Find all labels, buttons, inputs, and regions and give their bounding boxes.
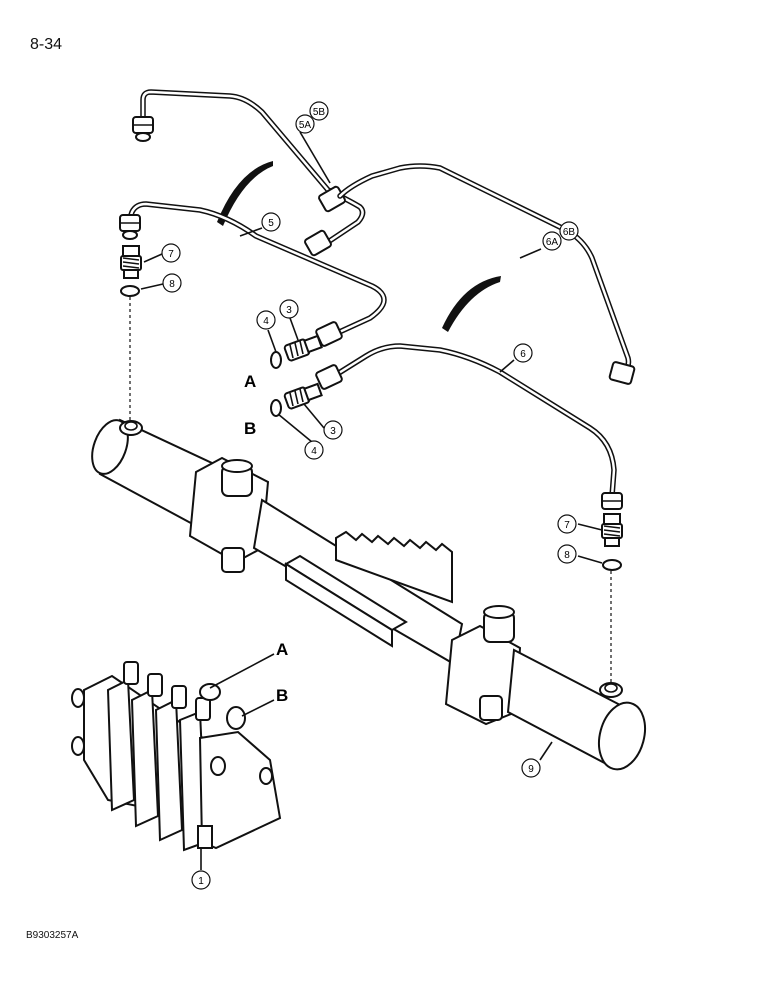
o-ring xyxy=(120,285,140,297)
callout-3-bottom: 3 xyxy=(323,420,343,440)
tube-nut xyxy=(318,185,346,213)
callout-3-top: 3 xyxy=(279,299,299,319)
tube-nut xyxy=(304,229,332,257)
callout-5b: 5B xyxy=(309,101,329,121)
adapter-fitting-right xyxy=(601,513,623,571)
port-label-a-fitting: A xyxy=(244,372,256,391)
callout-6-label: 6 xyxy=(520,349,526,360)
tube-nut xyxy=(132,116,154,142)
callout-5b-label: 5B xyxy=(313,107,326,118)
callout-6a: 6A xyxy=(542,231,562,251)
port-label-a-valve: A xyxy=(276,640,288,659)
o-ring xyxy=(602,559,622,571)
callout-3-top-label: 3 xyxy=(286,305,292,316)
callout-6a-label: 6A xyxy=(546,237,559,248)
callout-8-left-label: 8 xyxy=(169,279,175,290)
tube-5 xyxy=(119,201,387,347)
leader-lines xyxy=(140,131,603,870)
callout-8-right: 8 xyxy=(557,544,577,564)
callout-7-right: 7 xyxy=(557,514,577,534)
callout-5-label: 5 xyxy=(268,218,274,229)
tube-6 xyxy=(315,343,623,510)
tube-nut xyxy=(608,361,636,385)
callout-4-top: 4 xyxy=(256,310,276,330)
control-valve xyxy=(71,661,282,852)
steering-cylinder xyxy=(91,418,647,771)
tube-nut xyxy=(601,492,623,510)
callout-1-label: 1 xyxy=(198,876,204,887)
callout-6b-label: 6B xyxy=(563,227,576,238)
callout-7-right-label: 7 xyxy=(564,520,570,531)
page-number: 8-34 xyxy=(30,36,63,53)
callout-8-left: 8 xyxy=(162,273,182,293)
callout-4-bottom: 4 xyxy=(304,440,324,460)
callout-1: 1 xyxy=(191,870,211,890)
callout-5a: 5A xyxy=(295,114,315,134)
callout-7-left: 7 xyxy=(161,243,181,263)
o-ring xyxy=(270,351,282,369)
callout-3-bottom-label: 3 xyxy=(330,426,336,437)
tube-nut xyxy=(119,214,141,240)
o-ring xyxy=(270,399,282,417)
tube-6a-6b xyxy=(337,163,636,385)
callout-4-bottom-label: 4 xyxy=(311,446,317,457)
port-label-b-fitting: B xyxy=(244,419,256,438)
callout-7-left-label: 7 xyxy=(168,249,174,260)
adapter-fitting-left xyxy=(120,245,142,297)
arc-mark-lower xyxy=(442,276,501,332)
fitting-b xyxy=(270,382,323,417)
fitting-a xyxy=(270,334,323,369)
callout-5: 5 xyxy=(261,212,281,232)
callout-6: 6 xyxy=(513,343,533,363)
callout-9: 9 xyxy=(521,758,541,778)
tube-nut xyxy=(315,364,343,390)
figure-id: B9303257A xyxy=(26,930,79,941)
callout-8-right-label: 8 xyxy=(564,550,570,561)
callout-6b: 6B xyxy=(559,221,579,241)
callout-5a-label: 5A xyxy=(299,120,312,131)
port-label-b-valve: B xyxy=(276,686,288,705)
callout-9-label: 9 xyxy=(528,764,534,775)
callout-4-top-label: 4 xyxy=(263,316,269,327)
